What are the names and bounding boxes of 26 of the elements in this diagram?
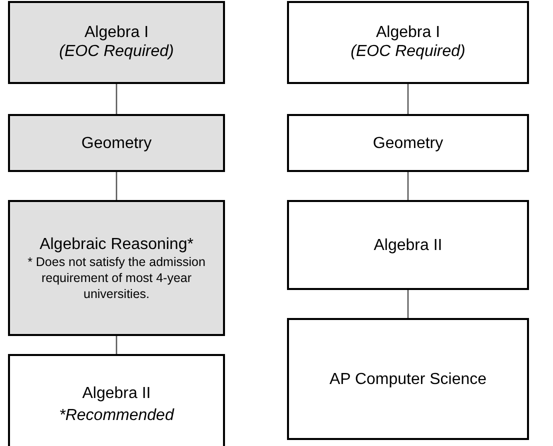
course-title: Algebra II: [82, 384, 151, 402]
course-title: Algebra I: [84, 22, 149, 42]
connector-line: [116, 172, 118, 200]
note-text: (EOC Required): [350, 42, 466, 60]
course-title: Algebraic Reasoning*: [40, 234, 194, 254]
course-title: Geometry: [372, 134, 444, 152]
note-text: *Recommended: [59, 406, 174, 424]
course-title: Algebra II: [374, 236, 442, 254]
course-box: [287, 318, 529, 440]
course-box: [8, 1, 225, 84]
connector-line: [407, 172, 409, 200]
course-box: [8, 200, 225, 336]
connector-line: [407, 84, 409, 114]
footnote-text: * Does not satisfy the admission requirement of most 4-year universities.: [26, 254, 206, 302]
course-title: AP Computer Science: [329, 370, 487, 388]
course-title: Geometry: [81, 134, 152, 152]
connector-line: [116, 336, 118, 354]
connector-line: [407, 290, 409, 318]
course-box: [287, 1, 529, 84]
connector-line: [116, 84, 118, 114]
course-title: Algebra I: [376, 22, 440, 42]
course-box: [287, 114, 529, 172]
course-box: [287, 200, 529, 290]
note-text: (EOC Required): [59, 42, 174, 60]
course-box: [8, 354, 225, 446]
course-box: [8, 114, 225, 172]
